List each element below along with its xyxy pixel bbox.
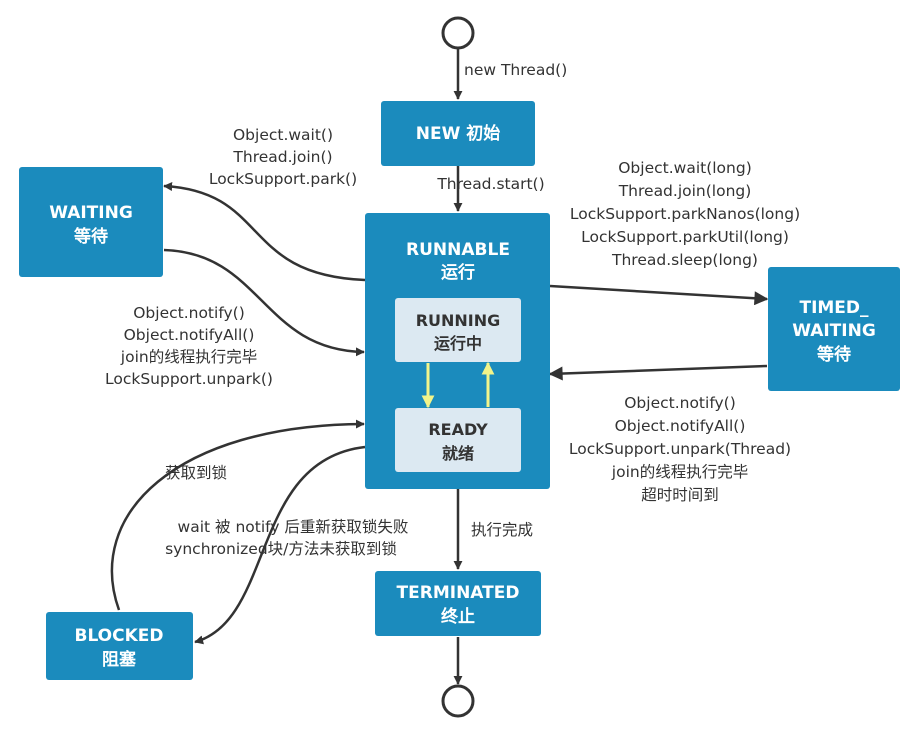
label-to-timed-waiting-2: Thread.join(long) (618, 182, 752, 200)
label-to-waiting-1: Object.wait() (233, 126, 333, 144)
edge-timed-waiting-to-runnable (548, 364, 768, 381)
state-terminated-label: TERMINATED (397, 583, 520, 603)
label-from-timed-waiting-3: LockSupport.unpark(Thread) (569, 440, 791, 458)
label-to-timed-waiting-5: Thread.sleep(long) (611, 251, 758, 269)
edge-blocked-to-runnable (110, 419, 365, 611)
label-from-timed-waiting-1: Object.notify() (624, 394, 736, 412)
state-running (395, 298, 521, 362)
state-blocked (46, 612, 193, 680)
state-ready (395, 408, 521, 472)
label-from-waiting-4: LockSupport.unpark() (105, 370, 273, 388)
state-running-sublabel: 运行中 (434, 334, 482, 353)
label-from-timed-waiting-4: join的线程执行完毕 (611, 463, 748, 481)
edge-runnable-to-blocked (194, 445, 366, 645)
state-timed-waiting-label-2: WAITING (792, 321, 876, 341)
label-from-timed-waiting-2: Object.notifyAll() (615, 417, 746, 435)
label-finished: 执行完成 (471, 521, 533, 539)
end-node (441, 684, 475, 718)
state-blocked-label: BLOCKED (74, 626, 163, 646)
state-timed-waiting (768, 267, 900, 391)
label-from-waiting-2: Object.notifyAll() (124, 326, 255, 344)
edge-waiting-to-runnable (163, 248, 365, 357)
label-new-thread: new Thread() (464, 61, 567, 79)
state-running-label: RUNNING (416, 311, 501, 330)
label-to-blocked-2: synchronized块/方法未获取到锁 (165, 540, 397, 558)
state-waiting (19, 167, 163, 277)
state-waiting-sublabel: 等待 (74, 226, 108, 247)
label-to-timed-waiting-4: LockSupport.parkUtil(long) (581, 228, 789, 246)
edge-runnable-to-waiting (163, 181, 366, 282)
label-to-timed-waiting-1: Object.wait(long) (618, 159, 752, 177)
start-node (441, 16, 475, 50)
label-to-timed-waiting-3: LockSupport.parkNanos(long) (570, 205, 800, 223)
state-timed-waiting-label: TIMED_ (799, 298, 869, 318)
state-new-label: NEW 初始 (416, 123, 501, 144)
state-timed-waiting-sublabel: 等待 (817, 344, 851, 365)
label-from-timed-waiting-5: 超时时间到 (641, 486, 719, 504)
state-terminated (375, 571, 541, 636)
label-to-waiting-3: LockSupport.park() (209, 170, 357, 188)
label-from-waiting-1: Object.notify() (133, 304, 245, 322)
state-ready-label: READY (428, 420, 488, 439)
state-runnable-label: RUNNABLE (406, 240, 510, 260)
label-from-blocked: 获取到锁 (165, 464, 227, 482)
label-from-waiting-3: join的线程执行完毕 (120, 348, 257, 366)
state-blocked-sublabel: 阻塞 (102, 649, 137, 670)
state-new (381, 101, 535, 166)
label-to-blocked-1: wait 被 notify 后重新获取锁失败 (178, 518, 409, 536)
label-to-waiting-2: Thread.join() (232, 148, 332, 166)
label-thread-start: Thread.start() (436, 175, 544, 193)
state-waiting-label: WAITING (49, 203, 133, 223)
edge-runnable-to-timed-waiting (549, 284, 769, 306)
state-runnable-sublabel: 运行 (441, 262, 475, 283)
state-terminated-sublabel: 终止 (441, 606, 475, 627)
state-ready-sublabel: 就绪 (442, 444, 474, 463)
